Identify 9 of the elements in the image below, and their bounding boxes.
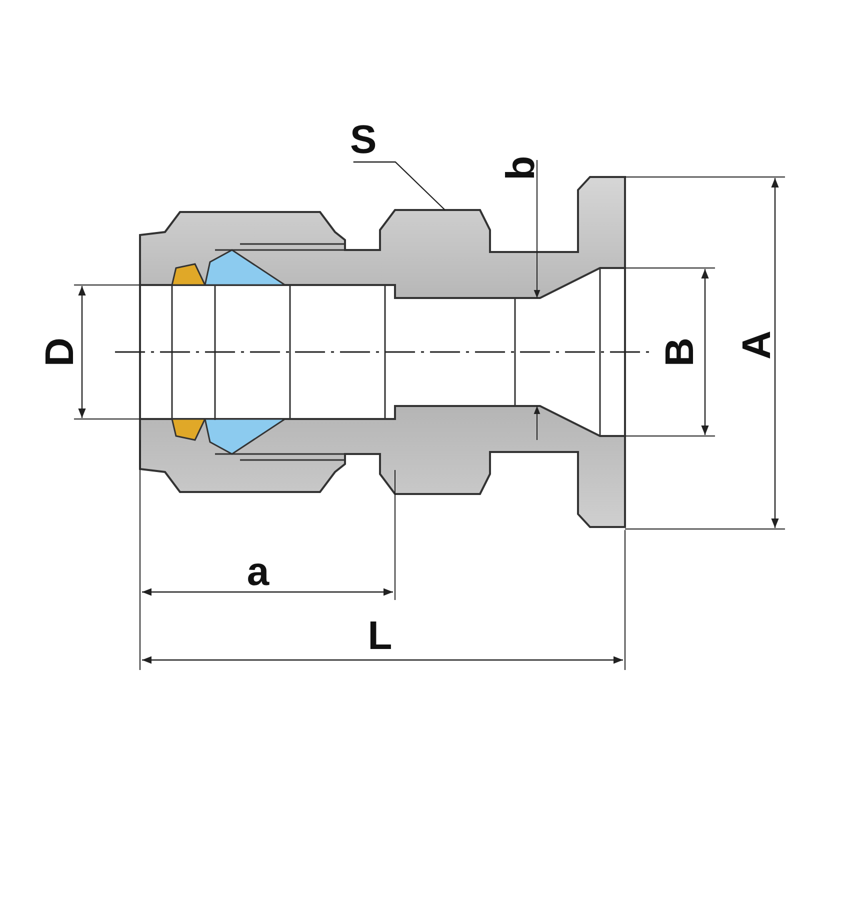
dimension-label: A: [737, 330, 777, 360]
dimension-label: L: [368, 616, 392, 656]
dimension-label: b: [501, 156, 541, 180]
dimension-label: a: [246, 552, 270, 592]
fitting-drawing: [115, 176, 650, 528]
dimension-label: D: [40, 338, 80, 366]
dimension-label: B: [660, 338, 700, 366]
part-label: S: [350, 120, 377, 160]
leader-line: [353, 161, 446, 210]
